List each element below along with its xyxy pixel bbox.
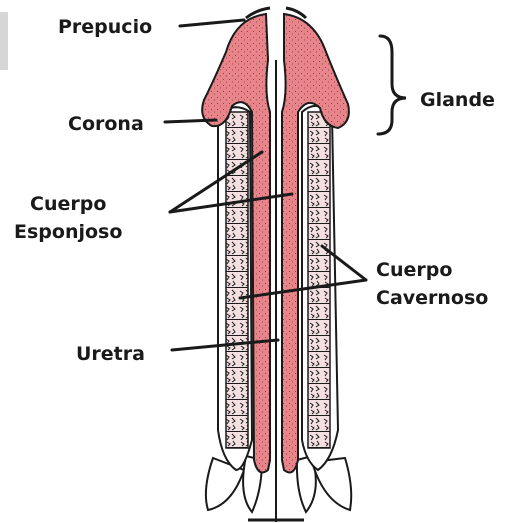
label-cuerpo-cavernoso-1: Cuerpo (376, 259, 452, 281)
edge-artifact (0, 12, 8, 70)
label-prepucio: Prepucio (58, 16, 152, 38)
label-cuerpo-esponjoso-2: Esponjoso (14, 221, 122, 243)
skin-flaps (206, 456, 351, 512)
label-corona: Corona (68, 113, 144, 135)
label-glande: Glande (420, 89, 495, 111)
label-cuerpo-esponjoso-1: Cuerpo (30, 193, 106, 215)
label-uretra: Uretra (76, 343, 145, 365)
label-cuerpo-cavernoso-2: Cavernoso (376, 287, 488, 309)
